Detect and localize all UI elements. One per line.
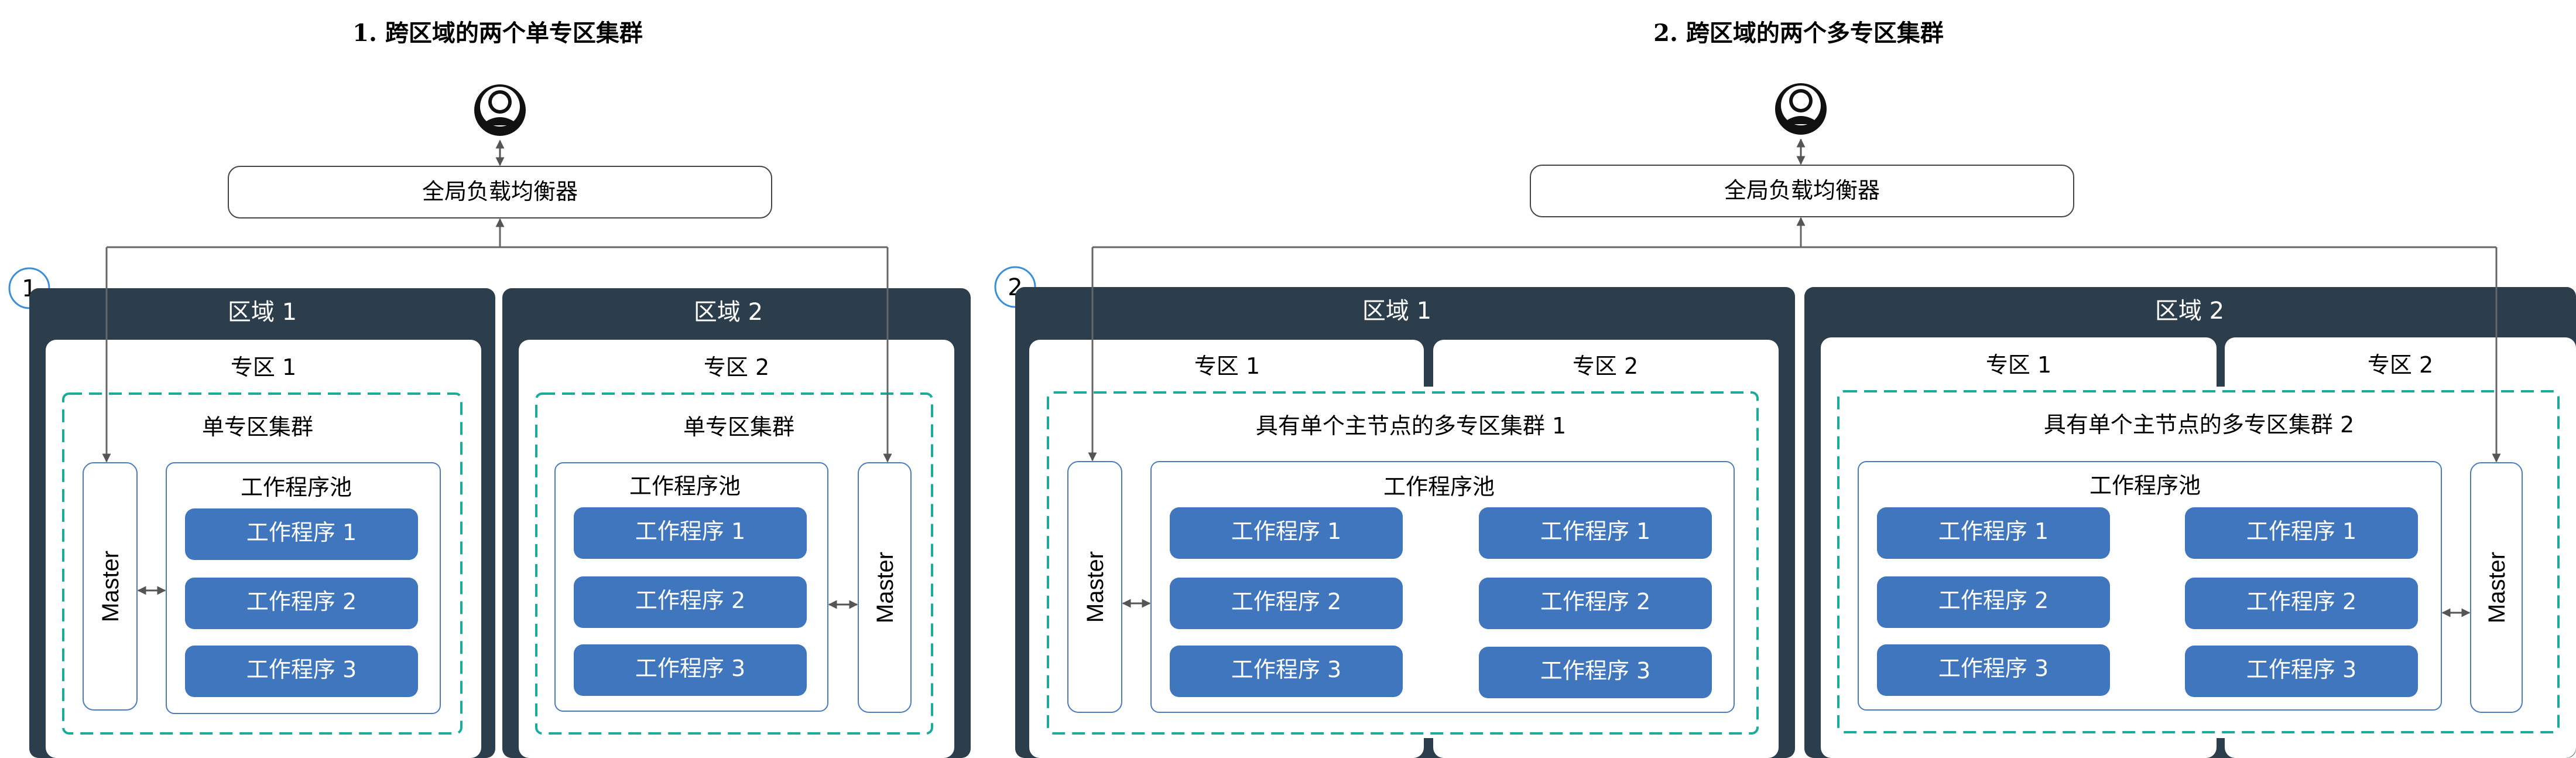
title-left: 1. 跨区域的两个单专区集群 — [352, 19, 643, 47]
zone-2-region-2-label: 专区 2 — [2368, 352, 2433, 378]
worker-1b-label: 工作程序 2 — [246, 589, 357, 614]
region-1-right-label: 区域 1 — [1362, 298, 1431, 325]
load-balancer-right-label: 全局负载均衡器 — [1724, 177, 1880, 203]
worker-pool-1-label: 工作程序池 — [241, 474, 352, 500]
single-zone-cluster-2 — [535, 392, 933, 735]
worker-2c-label: 工作程序 3 — [635, 655, 745, 681]
worker-1a-label: 工作程序 1 — [246, 520, 357, 545]
user-icon — [1775, 83, 1827, 135]
single-zone-cluster-1-label: 单专区集群 — [202, 414, 313, 440]
worker-3a — [1170, 507, 1403, 559]
worker-4b-label: 工作程序 2 — [1938, 588, 2049, 613]
load-balancer-box-right — [1530, 165, 2074, 217]
master-node-1-label: Master — [98, 551, 124, 622]
load-balancer-box — [228, 166, 772, 218]
master-node-2 — [858, 462, 912, 713]
worker-3e-label: 工作程序 2 — [1540, 589, 1650, 614]
zone-2-left-label: 专区 2 — [704, 354, 769, 380]
worker-4b — [1877, 576, 2110, 628]
worker-pool-4-label: 工作程序池 — [2089, 473, 2201, 498]
region-2-left-label: 区域 2 — [694, 299, 763, 326]
worker-4a-label: 工作程序 1 — [1938, 518, 2049, 544]
master-node-3-label: Master — [1083, 551, 1108, 623]
worker-3e — [1479, 578, 1712, 629]
worker-3f — [1479, 647, 1712, 698]
worker-1a — [185, 508, 418, 560]
worker-3c-label: 工作程序 3 — [1231, 657, 1341, 682]
multi-zone-cluster-1 — [1047, 391, 1759, 735]
multi-zone-cluster-2-label: 具有单个主节点的多专区集群 2 — [2044, 412, 2354, 438]
worker-pool-2-label: 工作程序池 — [629, 473, 741, 499]
worker-4a — [1877, 507, 2110, 559]
worker-3d-label: 工作程序 1 — [1540, 518, 1650, 544]
worker-2b — [574, 576, 807, 628]
worker-4e — [2185, 578, 2418, 629]
master-node-4-label: Master — [2484, 552, 2510, 623]
worker-2b-label: 工作程序 2 — [635, 588, 745, 613]
worker-3c — [1170, 646, 1403, 697]
worker-4c-label: 工作程序 3 — [1938, 655, 2049, 681]
worker-pool-3-label: 工作程序池 — [1383, 474, 1495, 500]
worker-3b-label: 工作程序 2 — [1231, 589, 1341, 614]
master-node-2-label: Master — [872, 552, 898, 623]
multi-zone-cluster-2 — [1837, 390, 2560, 733]
worker-2c — [574, 644, 807, 696]
master-node-4 — [2470, 462, 2523, 713]
worker-3a-label: 工作程序 1 — [1231, 518, 1341, 544]
single-zone-cluster-1 — [62, 392, 463, 735]
worker-4d-label: 工作程序 1 — [2246, 518, 2356, 544]
worker-4c — [1877, 644, 2110, 696]
worker-3f-label: 工作程序 3 — [1540, 658, 1650, 684]
master-node-3 — [1067, 461, 1122, 713]
multi-zone-cluster-1-label: 具有单个主节点的多专区集群 1 — [1256, 413, 1566, 439]
zone-2-region-1-label: 专区 2 — [1573, 353, 1638, 379]
zone-1-region-1-label: 专区 1 — [1194, 353, 1260, 379]
region-2-right-label: 区域 2 — [2155, 298, 2224, 325]
worker-3d — [1479, 507, 1712, 559]
worker-1c — [185, 646, 418, 697]
zone-1-region-2-label: 专区 1 — [1986, 352, 2051, 378]
worker-4f — [2185, 646, 2418, 697]
load-balancer-label: 全局负载均衡器 — [422, 179, 578, 204]
worker-4d — [2185, 507, 2418, 559]
worker-1c-label: 工作程序 3 — [246, 657, 357, 682]
zone-1-left-label: 专区 1 — [231, 354, 296, 380]
user-icon — [474, 84, 526, 136]
worker-2a-label: 工作程序 1 — [635, 518, 745, 544]
title-right: 2. 跨区域的两个多专区集群 — [1653, 19, 1944, 47]
worker-4f-label: 工作程序 3 — [2246, 657, 2356, 682]
master-node-1 — [83, 462, 138, 711]
region-1-left-label: 区域 1 — [228, 299, 297, 326]
single-zone-cluster-2-label: 单专区集群 — [683, 414, 794, 440]
worker-3b — [1170, 578, 1403, 629]
worker-1b — [185, 578, 418, 629]
worker-2a — [574, 507, 807, 559]
worker-4e-label: 工作程序 2 — [2246, 589, 2356, 614]
